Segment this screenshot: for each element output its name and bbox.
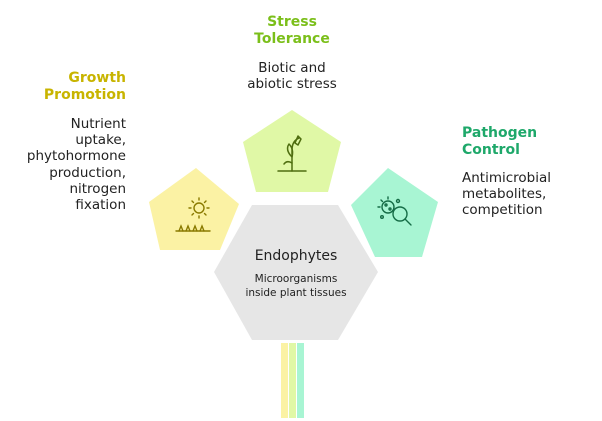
stress-description: Biotic and abiotic stress: [247, 60, 337, 93]
stress-title: Stress Tolerance: [254, 14, 330, 47]
stem-bar-growth: [281, 343, 288, 418]
wilted-plant-icon: [277, 135, 307, 172]
center-description: Microorganisms inside plant tissues: [245, 273, 347, 299]
microbe-magnifier-icon: [377, 196, 412, 226]
center-title: Endophytes: [254, 248, 338, 264]
center-hexagon: [214, 205, 378, 340]
pathogen-title: Pathogen Control: [462, 125, 538, 158]
sun-grass-icon: [175, 197, 211, 232]
stem-bar-pathogen: [297, 343, 304, 418]
growth-title: Growth Promotion: [43, 70, 126, 103]
stem-bar-stress: [289, 343, 296, 418]
pathogen-description: Antimicrobial metabolites, competition: [462, 170, 552, 219]
growth-description: Nutrient uptake, phytohormone production…: [26, 116, 126, 213]
pathogen-pentagon: [351, 168, 438, 257]
